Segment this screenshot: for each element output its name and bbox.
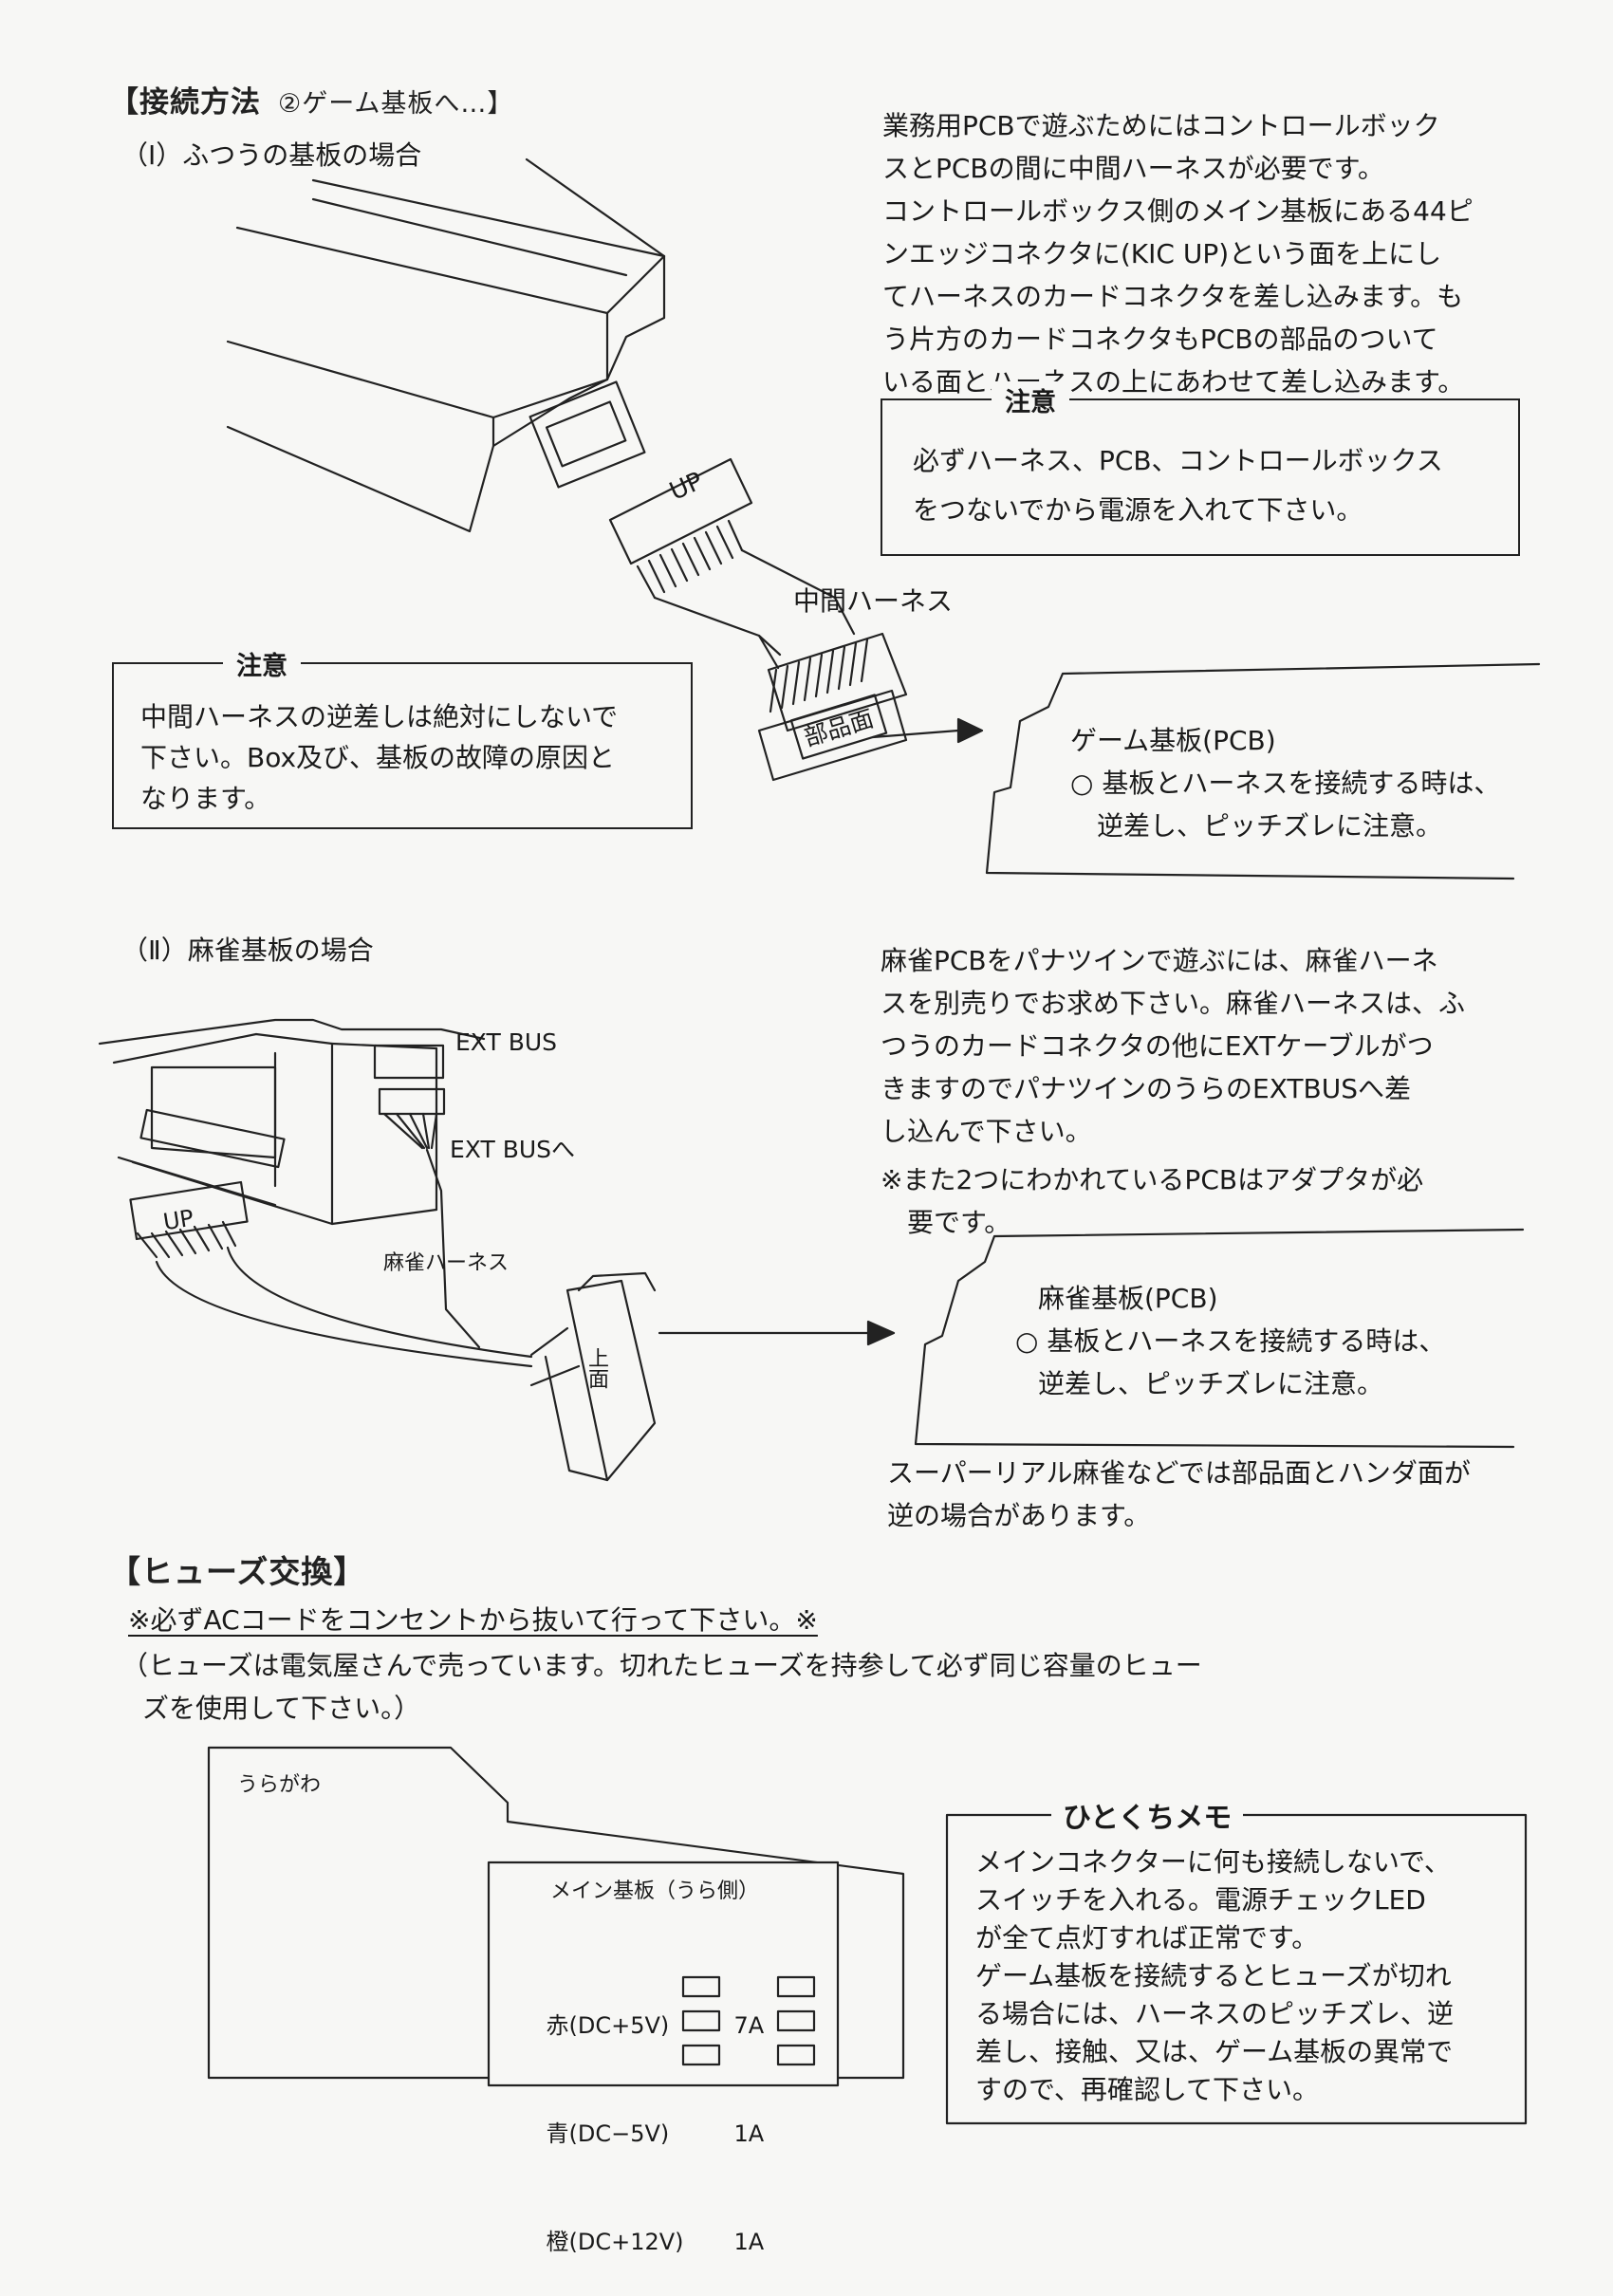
illustrations [98, 157, 1541, 2125]
fuse-row-value: 7A [733, 2012, 765, 2039]
ext-bus-to-label: EXT BUSへ [450, 1136, 576, 1163]
game-pcb-title: ゲーム基板(PCB) [1070, 725, 1276, 756]
fuse-back-label: うらがわ [237, 1773, 322, 1797]
fuse-row: 赤(DC+5V) 7A [517, 1972, 765, 2080]
case1-paragraph-line: う片方のカードコネクタもPCBの部品のついて [882, 324, 1438, 355]
mahjong-pcb-title: 麻雀基板(PCB) [1038, 1283, 1218, 1314]
harness-label: 中間ハーネス [793, 585, 954, 617]
memo-line: が全て点灯すれば正常です。 [975, 1922, 1319, 1953]
fuse-row: 橙(DC+12V) 1A [517, 2188, 765, 2296]
mahjong-pcb-line: 逆差し、ピッチズレに注意。 [1038, 1368, 1384, 1399]
case1-paragraph-line: スとPCBの間に中間ハーネスが必要です。 [882, 153, 1384, 184]
caution-box-reverse: 注意 中間ハーネスの逆差しは絶対にしないで 下さい。Box及び、基板の故障の原因… [112, 645, 693, 829]
case2-note-line: ※また2つにわかれているPCBはアダプタが必 [881, 1164, 1424, 1195]
game-pcb-line: ○ 基板とハーネスを接続する時は、 [1070, 768, 1501, 799]
fuse-row-label: 橙(DC+12V) [546, 2229, 684, 2255]
case2-paragraph: 麻雀PCBをパナツインで遊ぶには、麻雀ハーネ スを別売りでお求め下さい。麻雀ハー… [881, 939, 1545, 1244]
memo-line: メインコネクターに何も接続しないで、 [975, 1846, 1451, 1878]
fuse-note-line: （ヒューズは電気屋さんで売っています。切れたヒューズを持参して必ず同じ容量のヒュ… [121, 1650, 1202, 1681]
fuse-table: 赤(DC+5V) 7A 青(DC−5V) 1A 橙(DC+12V) 1A [517, 1972, 765, 2296]
main-board-label: メイン基板（うら側） [550, 1879, 760, 1903]
memo-title: ひとくちメモ [1051, 1794, 1244, 1836]
memo-line: すので、再確認して下さい。 [975, 2074, 1320, 2105]
case1-heading: （Ⅰ）ふつうの基板の場合 [121, 139, 422, 171]
case1-paragraph: 業務用PCBで遊ぶためにはコントロールボック スとPCBの間に中間ハーネスが必要… [882, 104, 1547, 403]
panatwin-back-drawing [98, 1018, 533, 1368]
fuse-note-line: ズを使用して下さい。） [142, 1693, 421, 1724]
memo-text: メインコネクターに何も接続しないで、 スイッチを入れる。電源チェックLED が全… [975, 1843, 1454, 2109]
game-pcb-line: 逆差し、ピッチズレに注意。 [1097, 810, 1443, 842]
caution-box-power: 注意 必ずハーネス、PCB、コントロールボックス をつないでから電源を入れて下さ… [881, 381, 1520, 556]
fuse-row-label: 赤(DC+5V) [546, 2012, 670, 2039]
mahjong-harness-label: 麻雀ハーネス [383, 1251, 510, 1275]
main-board-outline [487, 1861, 840, 2087]
case2-paragraph-line: スを別売りでお求め下さい。麻雀ハーネスは、ふ [881, 988, 1466, 1019]
case2-paragraph-line: つうのカードコネクタの他にEXTケーブルがつ [881, 1030, 1434, 1062]
fuse-panel-outline [207, 1746, 905, 2080]
case1-paragraph-line: ンエッジコネクタに(KIC UP)という面を上にし [882, 238, 1442, 269]
case2-paragraph-line: きますのでパナツインのうらのEXTBUSへ差 [881, 1073, 1411, 1104]
fuse-warning: ※必ずACコードをコンセントから抜いて行って下さい。※ [128, 1604, 818, 1636]
case1-paragraph-line: コントロールボックス側のメイン基板にある44ピ [882, 195, 1474, 227]
fuse-title: 【ヒューズ交換】 [109, 1553, 366, 1590]
memo-line: スイッチを入れる。電源チェックLED [975, 1884, 1426, 1916]
fuse-row: 青(DC−5V) 1A [517, 2080, 765, 2188]
case1-paragraph-line: 業務用PCBで遊ぶためにはコントロールボック [882, 110, 1440, 141]
caution-text: 必ずハーネス、PCB、コントロールボックス をつないでから電源を入れて下さい。 [913, 436, 1443, 535]
fuse-row-value: 1A [733, 2120, 765, 2147]
fuse-row-label: 青(DC−5V) [546, 2120, 670, 2147]
caution-text: 中間ハーネスの逆差しは絶対にしないで 下さい。Box及び、基板の故障の原因と な… [140, 696, 618, 819]
memo-line: ゲーム基板を接続するとヒューズが切れ [975, 1960, 1452, 1991]
caution-line: 下さい。Box及び、基板の故障の原因と [140, 742, 616, 773]
game-pcb-card: ゲーム基板(PCB) ○ 基板とハーネスを接続する時は、 逆差し、ピッチズレに注… [1070, 719, 1500, 847]
case2-heading: （Ⅱ）麻雀基板の場合 [121, 935, 374, 966]
case1-paragraph-line: いる面とハーネスの上にあわせて差し込みます。 [882, 366, 1465, 398]
mahjong-pcb-card: 麻雀基板(PCB) ○ 基板とハーネスを接続する時は、 逆差し、ピッチズレに注意… [1015, 1277, 1445, 1405]
mahjong-pcb-line: ○ 基板とハーネスを接続する時は、 [1015, 1325, 1446, 1357]
game-pcb-card-outline [985, 662, 1541, 880]
caution-line: 必ずハーネス、PCB、コントロールボックス [913, 445, 1443, 476]
mahjong-up-label: UP [161, 1204, 196, 1236]
caution-title: 注意 [223, 645, 301, 682]
caution-line: 中間ハーネスの逆差しは絶対にしないで [140, 701, 619, 732]
connection-title: 【接続方法 ②ゲーム基板へ…】 [109, 78, 513, 120]
memo-box: ひとくちメモ メインコネクターに何も接続しないで、 スイッチを入れる。電源チェッ… [947, 1794, 1526, 2123]
connection-title-suffix: ②ゲーム基板へ…】 [278, 89, 514, 119]
caution-line: なります。 [140, 783, 271, 814]
ext-bus-label: EXT BUS [455, 1028, 558, 1056]
case2-paragraph-line: し込んで下さい。 [881, 1116, 1092, 1147]
mahjong-pcb-card-outline [914, 1228, 1525, 1449]
connection-title-main: 【接続方法 [109, 85, 261, 120]
case2-footnote: スーパーリアル麻雀などでは部品面とハンダ面が 逆の場合があります。 [887, 1452, 1471, 1537]
fuse-note: （ヒューズは電気屋さんで売っています。切れたヒューズを持参して必ず同じ容量のヒュ… [121, 1644, 1202, 1730]
case2-footnote-line: スーパーリアル麻雀などでは部品面とハンダ面が [887, 1457, 1471, 1489]
case2-footnote-line: 逆の場合があります。 [887, 1500, 1151, 1531]
case2-paragraph-line: 麻雀PCBをパナツインで遊ぶには、麻雀ハーネ [881, 945, 1438, 976]
fuse-row-value: 1A [733, 2229, 765, 2255]
mahjong-connector-drawing [529, 1271, 657, 1482]
memo-line: 差し、接触、又は、ゲーム基板の異常で [975, 2036, 1454, 2067]
harness-drawing [608, 457, 908, 782]
case1-paragraph-line: てハーネスのカードコネクタを差し込みます。も [882, 281, 1464, 312]
top-side-label: 上面 [584, 1347, 608, 1389]
caution-title: 注意 [992, 381, 1069, 418]
caution-line: をつないでから電源を入れて下さい。 [913, 494, 1363, 526]
memo-line: る場合には、ハーネスのピッチズレ、逆 [975, 1998, 1455, 2029]
case2-note-line: 要です。 [907, 1207, 1011, 1238]
control-box-drawing [226, 157, 666, 533]
